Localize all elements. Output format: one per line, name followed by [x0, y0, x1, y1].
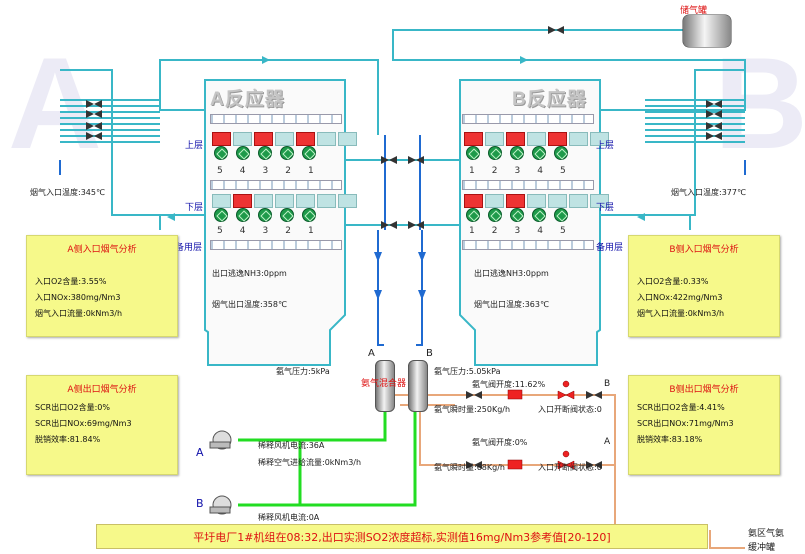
num: 1 — [307, 226, 314, 236]
fan-a-letter: A — [196, 446, 204, 459]
inlet-temp-b: 烟气入口温度:377℃ — [671, 188, 746, 197]
reactor-a-upper-catalysts — [212, 132, 357, 146]
panel-a-inlet-line: 入口O2含量:3.55% — [35, 277, 107, 286]
reactor-a-title: A反应器 — [210, 89, 285, 110]
panel-a-inlet-line: 入口NOx:380mg/Nm3 — [35, 293, 121, 302]
reactor-b-grid-top — [462, 114, 594, 124]
panel-b-outlet-line: 脱销效率:83.18% — [637, 435, 703, 444]
panel-b-inlet-line: 入口O2含量:0.33% — [637, 277, 709, 286]
panel-b-inlet-line: 烟气入口流量:0kNm3/h — [637, 309, 725, 318]
num: 2 — [491, 226, 498, 236]
reactor-b-upper-label: 上层 — [596, 141, 615, 151]
fan-a-shape — [209, 430, 232, 450]
valve-a-flow: 氨气瞬时量:250Kg/h — [434, 405, 511, 414]
fan-b-letter: B — [196, 497, 204, 510]
alarm-banner[interactable]: 平圩电厂1#机组在08:32,出口实测SO2浓度超标,实测值16mg/Nm3参考… — [96, 524, 708, 549]
num: 2 — [285, 226, 291, 236]
fan-b-current: 稀释风机电流:0A — [258, 513, 320, 522]
reactor-a-outlet-temp: 烟气出口温度:358℃ — [212, 300, 287, 309]
reactor-b-lower-blowers — [466, 208, 568, 222]
panel-a-outlet-line: 脱销效率:81.84% — [35, 435, 101, 444]
panel-a-inlet-title: A侧入口烟气分析 — [67, 245, 137, 255]
num: 2 — [285, 166, 291, 176]
buffer-tank-line1: 氨区气氨 — [748, 529, 785, 539]
num: 3 — [262, 226, 269, 236]
num: 5 — [559, 226, 566, 236]
valve-a-letter: B — [604, 379, 611, 389]
panel-b-inlet: B侧入口烟气分析 入口O2含量:0.33% 入口NOx:422mg/Nm3 烟气… — [628, 235, 780, 337]
reactor-a-lower-label: 下层 — [185, 203, 204, 213]
mixer-pressure-b: 氨气压力:5.05kPa — [434, 367, 501, 376]
num: 3 — [262, 166, 269, 176]
num: 4 — [537, 166, 543, 176]
reactor-a-nums-top: 5 4 3 2 1 — [217, 166, 314, 176]
reactor-a-spare-label: 备用层 — [175, 243, 203, 253]
reactor-b-title: B反应器 — [512, 89, 587, 110]
num: 5 — [217, 166, 223, 176]
panel-a-outlet-line: SCR出口NOx:69mg/Nm3 — [35, 419, 132, 428]
panel-b-outlet: B侧出口烟气分析 SCR出口O2含量:4.41% SCR出口NOx:71mg/N… — [628, 375, 780, 475]
reactor-b-nums-top: 1 2 3 4 5 — [469, 166, 566, 176]
inlet-temp-a: 烟气入口温度:345℃ — [30, 188, 105, 197]
valve-b-status: 入口开断阀状态:0 — [538, 463, 602, 472]
reactor-a-grid-mid — [210, 180, 342, 190]
valve-b-opening: 氨气阀开度:0% — [472, 438, 528, 447]
reactor-b-nums-bottom: 1 2 3 4 5 — [469, 226, 566, 236]
panel-a-outlet-line: SCR出口O2含量:0% — [35, 403, 110, 412]
buffer-tank-line2: 缓冲罐 — [748, 543, 776, 553]
num: 1 — [469, 226, 475, 236]
num: 4 — [537, 226, 543, 236]
reactor-b-upper-catalysts — [464, 132, 609, 146]
num: 5 — [217, 226, 223, 236]
valve-b-letter: A — [604, 437, 611, 447]
panel-a-inlet: A侧入口烟气分析 入口O2含量:3.55% 入口NOx:380mg/Nm3 烟气… — [26, 235, 178, 337]
panel-a-outlet-title: A侧出口烟气分析 — [67, 385, 137, 395]
reactor-a-lower-catalysts — [212, 194, 357, 208]
reactor-b-grid-spare — [462, 240, 594, 250]
num: 4 — [239, 166, 246, 176]
fan-a-air-flow: 稀释空气进给流量:0kNm3/h — [258, 458, 362, 467]
reactor-b-grid-mid — [462, 180, 594, 190]
reactor-b-outlet-nh3: 出口逃逸NH3:0ppm — [474, 269, 549, 278]
valve-a-status: 入口开断阀状态:0 — [538, 405, 602, 414]
panel-a-inlet-line: 烟气入口流量:0kNm3/h — [35, 309, 123, 318]
fan-b-shape — [209, 495, 232, 515]
panel-a-outlet: A侧出口烟气分析 SCR出口O2含量:0% SCR出口NOx:69mg/Nm3 … — [26, 375, 178, 475]
reactor-a-outlet-nh3: 出口逃逸NH3:0ppm — [212, 269, 287, 278]
num: 4 — [239, 226, 246, 236]
reactor-a-grid-spare — [210, 240, 342, 250]
reactor-b-lower-label: 下层 — [596, 203, 615, 213]
num: 1 — [307, 166, 314, 176]
panel-b-inlet-title: B侧入口烟气分析 — [669, 245, 739, 255]
num: 3 — [514, 166, 521, 176]
reactor-b-spare-label: 备用层 — [596, 243, 624, 253]
panel-b-outlet-line: SCR出口O2含量:4.41% — [637, 403, 725, 412]
num: 5 — [559, 166, 566, 176]
reactor-a-nums-bottom: 5 4 3 2 1 — [217, 226, 314, 236]
panel-b-inlet-line: 入口NOx:422mg/Nm3 — [637, 293, 723, 302]
mixer-label: 氨气混合器 — [361, 379, 407, 389]
reactor-a-upper-label: 上层 — [185, 141, 204, 151]
reactor-b-lower-catalysts — [464, 194, 609, 208]
panel-b-outlet-title: B侧出口烟气分析 — [669, 385, 739, 395]
mixer-letter-b: B — [426, 348, 433, 359]
reactor-b-upper-blowers — [466, 146, 568, 160]
num: 3 — [514, 226, 521, 236]
fan-a-current: 稀释风机电流:36A — [258, 441, 325, 450]
valve-a-opening: 氨气阀开度:11.62% — [472, 380, 546, 389]
storage-tank-label: 储气罐 — [680, 6, 708, 16]
num: 2 — [491, 166, 498, 176]
mixer-letter-a: A — [368, 348, 375, 359]
mixer-pressure-a: 氨气压力:5kPa — [276, 367, 330, 376]
mixer-tank-a — [375, 360, 395, 412]
num: 1 — [469, 166, 475, 176]
valve-b-flow: 氨气瞬时量:68Kg/h — [434, 463, 505, 472]
reactor-a-upper-blowers — [214, 146, 316, 160]
mixer-tank-b — [408, 360, 428, 412]
reactor-a-grid-top — [210, 114, 342, 124]
reactor-b-outlet-temp: 烟气出口温度:363℃ — [474, 300, 549, 309]
reactor-a-lower-blowers — [214, 208, 316, 222]
panel-b-outlet-line: SCR出口NOx:71mg/Nm3 — [637, 419, 734, 428]
alarm-banner-text: 平圩电厂1#机组在08:32,出口实测SO2浓度超标,实测值16mg/Nm3参考… — [193, 531, 611, 544]
